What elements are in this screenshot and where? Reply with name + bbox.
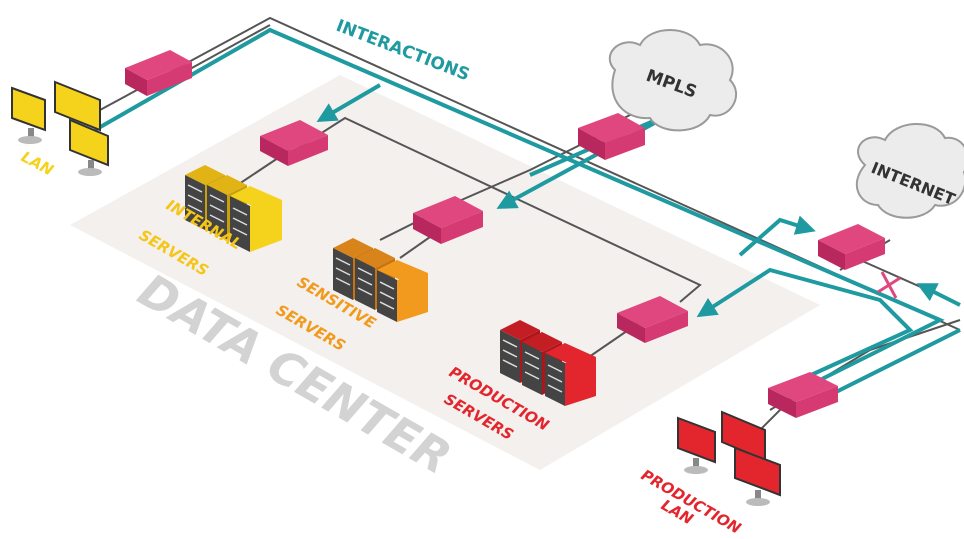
firewall-production <box>617 296 688 343</box>
data-center-platform <box>70 75 820 470</box>
production-lan-computers-icon <box>677 410 781 506</box>
lan-label: LAN <box>18 148 57 180</box>
mpls-cloud-icon <box>608 29 737 132</box>
firewall-sensitive <box>413 196 483 244</box>
sensitive-servers-icon <box>333 238 428 322</box>
internet-cloud-icon <box>855 123 964 219</box>
firewall-mpls <box>578 113 645 160</box>
firewall-internet <box>818 224 885 270</box>
interactions-label: INTERACTIONS <box>333 16 472 85</box>
firewall-production-lan <box>768 372 838 418</box>
lan-computers-icon <box>11 80 109 176</box>
firewall-lan <box>125 50 192 96</box>
internal-servers-icon <box>185 165 282 252</box>
blocked-x-icon <box>877 271 901 299</box>
firewall-internal <box>260 120 328 166</box>
production-servers-icon <box>500 320 596 406</box>
production-lan-label-line1: PRODUCTION <box>638 466 744 538</box>
